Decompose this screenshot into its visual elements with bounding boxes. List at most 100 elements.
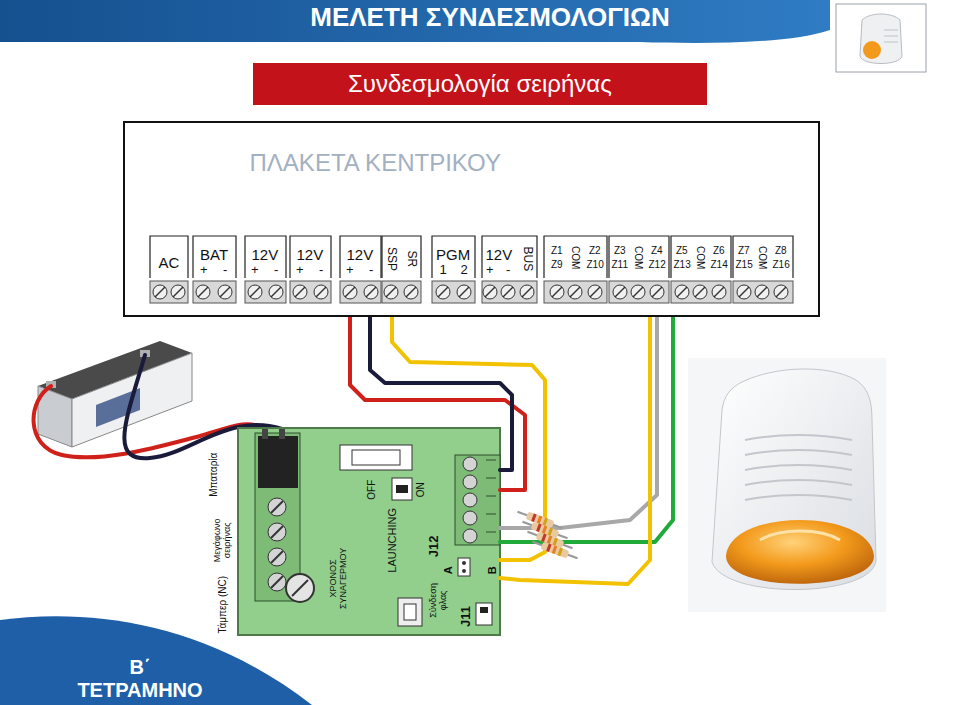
siren-board (352, 450, 400, 465)
terminal-label: Z1 (551, 245, 563, 257)
siren-board (392, 478, 412, 500)
terminal-screw (173, 287, 183, 297)
terminal-label: COM (694, 246, 706, 269)
siren-board: OFFONLAUNCHINGΧΡΟΝΟΣ ΣΥΝΑΓΕΡΜΟΥJ12ABΣύνδ… (238, 428, 500, 635)
terminal-screw (615, 287, 625, 297)
resistor-symbol (552, 546, 558, 555)
resistor-symbol (531, 514, 537, 523)
terminal-bracket (382, 236, 421, 278)
siren-board (455, 455, 500, 545)
battery-wires (34, 386, 262, 457)
terminal-label: Z15 (736, 259, 753, 271)
wire (350, 317, 525, 490)
terminal-screw (248, 285, 262, 299)
resistor-symbol (542, 526, 548, 535)
resistor-symbol (526, 528, 574, 552)
terminal-screw (503, 287, 513, 297)
siren-board (271, 576, 283, 588)
terminal-screw (218, 285, 232, 299)
terminal-screw (171, 285, 185, 299)
siren-photo (688, 358, 886, 612)
siren-photo (726, 520, 874, 584)
resistor-symbol (547, 528, 553, 537)
terminal-label: + (296, 263, 304, 278)
terminal-label: Z9 (551, 259, 563, 271)
terminal-block (609, 281, 669, 303)
siren-board (462, 561, 466, 565)
siren-board (486, 478, 496, 479)
wire (500, 317, 673, 542)
node-text: J12 (427, 535, 442, 557)
siren-photo (745, 495, 852, 500)
terminal-label: - (274, 263, 278, 278)
terminal-block (432, 281, 475, 303)
siren-icon (836, 4, 926, 72)
subtitle-band: Συνδεσμολογία σειρήνας (253, 63, 707, 105)
terminal-screw (588, 285, 602, 299)
terminal-screw (693, 285, 707, 299)
terminal-screw (737, 285, 751, 299)
terminal-label: - (223, 263, 227, 278)
node-text: ΠΛΑΚΕΤΑ ΚΕΝΤΡΙΚΟΥ (250, 149, 501, 177)
terminal-label: - (506, 263, 510, 278)
terminal-bracket (290, 236, 331, 278)
terminal-label: Z6 (713, 245, 725, 257)
siren-board (404, 604, 416, 620)
terminal-label: - (369, 263, 373, 278)
battery (38, 341, 192, 447)
terminal-label: + (486, 263, 494, 278)
terminal-screw (483, 285, 497, 299)
title-band (0, 0, 830, 43)
terminal-screw (774, 285, 788, 299)
siren-board (279, 429, 285, 439)
siren-photo (745, 480, 852, 485)
terminal-bracket (340, 236, 381, 278)
terminal-label: SR (404, 251, 418, 268)
terminal-screw (739, 287, 749, 297)
terminal-label: Z14 (711, 259, 728, 271)
resistor-symbol (532, 542, 577, 558)
terminal-label: Z5 (676, 245, 688, 257)
siren-board (271, 551, 283, 563)
terminal-label: 12V (252, 246, 279, 263)
terminal-screw (522, 287, 532, 297)
terminal-screw (755, 285, 769, 299)
siren-photo (745, 450, 852, 455)
terminal-screw (633, 287, 643, 297)
terminal-screw (501, 285, 515, 299)
terminal-screw (196, 285, 210, 299)
terminal-screw (613, 285, 627, 299)
siren-board (463, 493, 477, 507)
terminal-screw (631, 285, 645, 299)
siren-board (486, 514, 496, 515)
terminal-label: Z10 (587, 259, 604, 271)
terminal-block (290, 281, 331, 303)
terminal-label: Z16 (773, 259, 790, 271)
resistor-symbol (557, 548, 563, 557)
siren-board (268, 523, 286, 541)
terminal-screw (343, 285, 357, 299)
siren-board (262, 429, 268, 439)
wire-note: Μπαταρία (208, 453, 220, 497)
terminal-screw (459, 287, 469, 297)
terminal-screw (155, 287, 165, 297)
corner-band (0, 616, 312, 705)
siren-board (238, 428, 500, 635)
terminal-label: 12V (347, 246, 374, 263)
terminal-label: + (346, 263, 354, 278)
node-text: LAUNCHING (386, 507, 399, 572)
terminal-label: BUS (520, 247, 534, 272)
siren-board (238, 428, 500, 635)
terminal-screw (271, 287, 281, 297)
terminal-label: BAT (200, 246, 228, 263)
node-text: J11 (459, 605, 474, 626)
terminal-screw (776, 287, 786, 297)
terminal-label: Z7 (738, 245, 750, 257)
terminal-screw (314, 285, 328, 299)
siren-board (286, 574, 314, 602)
terminal-screw (695, 287, 705, 297)
terminal-screw (386, 287, 396, 297)
siren-icon (836, 4, 926, 72)
resistor-symbol (516, 508, 564, 532)
resistor-symbol (536, 524, 542, 533)
